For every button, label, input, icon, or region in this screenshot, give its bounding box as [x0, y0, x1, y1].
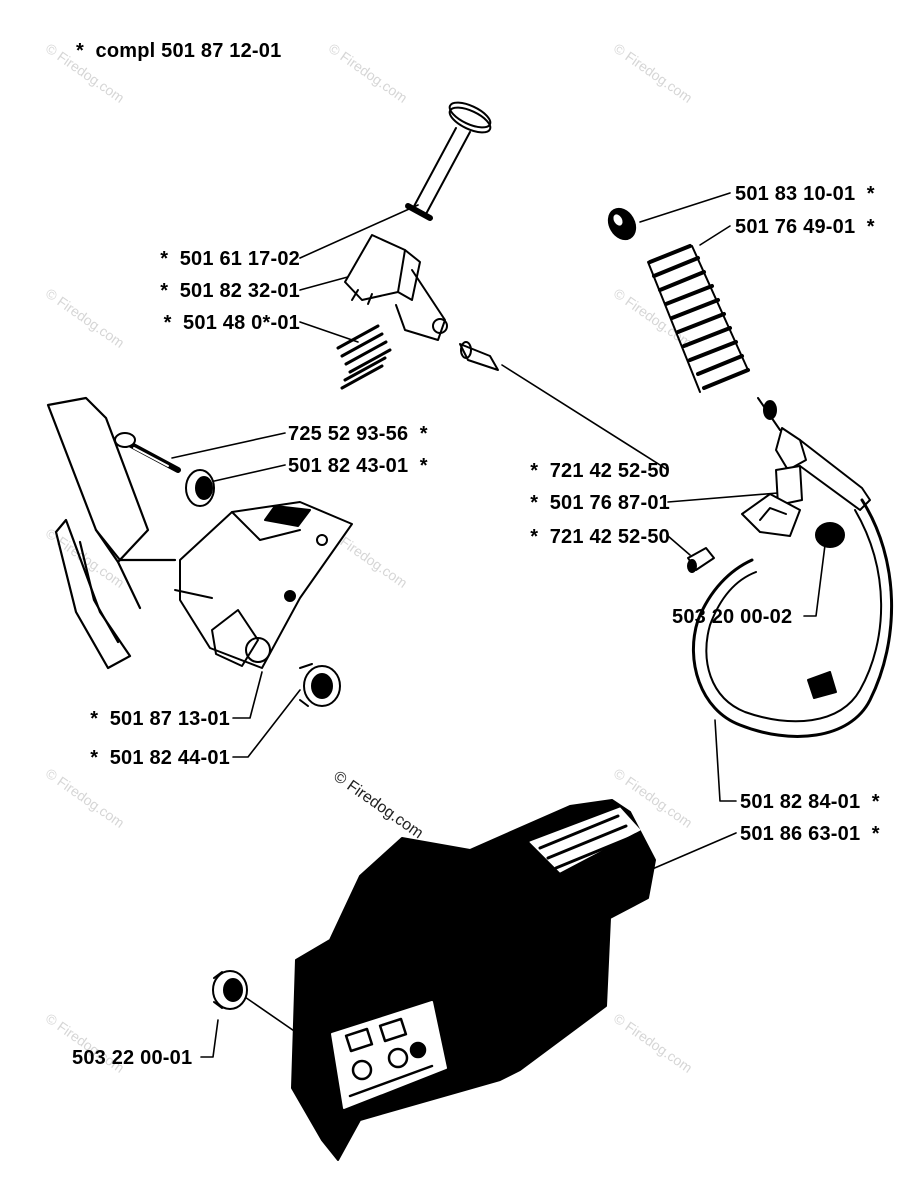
callout-part-721-42-52-50-a: * 721 42 52-50 [530, 460, 670, 482]
bracket-part [174, 501, 353, 669]
callout-part-501-61-17-02: * 501 61 17-02 [160, 248, 300, 270]
small-spring-part [336, 324, 392, 390]
screw-part [114, 432, 181, 473]
nut-part [185, 469, 215, 507]
callout-part-501-76-87-01: * 501 76 87-01 [530, 492, 670, 514]
callout-part-501-82-44-01: * 501 82 44-01 [90, 747, 230, 769]
callout-part-501-48-0x-01: * 501 48 0*-01 [163, 312, 300, 334]
leader-lines [171, 192, 826, 1058]
callout-part-725-52-93-56: 725 52 93-56 * [288, 423, 428, 445]
callout-part-501-87-13-01: * 501 87 13-01 [90, 708, 230, 730]
callout-part-503-20-00-02: 503 20 00-02 [672, 606, 793, 628]
callout-part-501-76-49-01: 501 76 49-01 * [735, 216, 875, 238]
callout-part-503-22-00-01: 503 22 00-01 [72, 1047, 193, 1069]
bushing-part [299, 663, 341, 707]
callout-part-501-86-63-01: 501 86 63-01 * [740, 823, 880, 845]
callout-part-501-83-10-01: 501 83 10-01 * [735, 183, 875, 205]
cover-nut-part [212, 970, 248, 1010]
pin-part [687, 547, 715, 573]
assembly-number-header: * compl 501 87 12-01 [76, 40, 282, 62]
callout-part-501-82-32-01: * 501 82 32-01 [160, 280, 300, 302]
callout-part-721-42-52-50-b: * 721 42 52-50 [530, 526, 670, 548]
chain-brake-cover-part [291, 799, 656, 1161]
sleeve-part [459, 341, 499, 371]
nut-part-top-right [607, 207, 637, 241]
latch-lever-part [344, 234, 448, 341]
hand-guard-part [46, 396, 177, 670]
callout-part-501-82-84-01: 501 82 84-01 * [740, 791, 880, 813]
callout-part-501-82-43-01: 501 82 43-01 * [288, 455, 428, 477]
large-spring-part [647, 244, 750, 393]
pivot-pin-part [405, 101, 492, 221]
brake-band-part [691, 397, 894, 738]
